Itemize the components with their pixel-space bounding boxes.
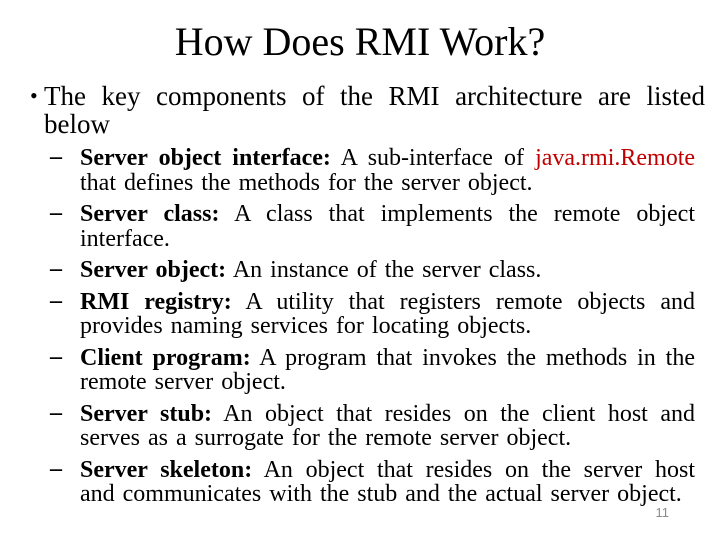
text-segment: A utility that registers remote objects … [231, 288, 695, 315]
dash-marker: – [50, 343, 62, 370]
text-line: and communicates with the stub and the a… [80, 482, 695, 507]
dash-marker: – [50, 399, 62, 426]
term-label: Server object interface: [80, 145, 331, 171]
text-line: that defines the methods for the server … [80, 169, 695, 196]
text-segment: The key components of the RMI architectu… [44, 81, 705, 111]
dash-marker: – [50, 455, 62, 482]
dash-marker: – [50, 256, 62, 282]
text-line: remote server object. [80, 370, 695, 395]
text-segment: provides naming services for locating ob… [80, 313, 532, 339]
text-segment: An object that resides on the server hos… [252, 456, 695, 483]
lead-bullet-paragraph: •The key components of the RMI architect… [28, 82, 705, 138]
text-segment: that defines the methods for the server … [80, 169, 533, 196]
text-segment: below [44, 109, 110, 139]
slide-title: How Does RMI Work? [174, 19, 546, 64]
list-item: –Client program: A program that invokes … [48, 343, 695, 395]
text-segment: An object that resides on the client hos… [212, 400, 695, 427]
term-label: Server skeleton: [80, 456, 253, 483]
list-item: –Server skeleton: An object that resides… [48, 455, 695, 507]
text-line: Server class: A class that implements th… [80, 202, 695, 227]
text-segment: serves as a surrogate for the remote ser… [80, 425, 572, 451]
text-segment: A class that implements the remote objec… [219, 201, 696, 227]
bullet-list: –Server object interface: A sub-interfac… [0, 144, 720, 507]
text-line: interface. [80, 225, 695, 252]
list-item: –Server object: An instance of the serve… [48, 256, 695, 283]
term-label: Server stub: [80, 400, 213, 427]
text-segment: and communicates with the stub and the a… [80, 481, 682, 507]
text-line: Client program: A program that invokes t… [80, 344, 695, 371]
text-line: The key components of the RMI architectu… [44, 82, 705, 110]
text-line: Server object: An instance of the server… [80, 258, 695, 283]
dash-marker: – [50, 144, 62, 170]
page-number: 11 [655, 505, 670, 520]
text-segment: A program that invokes the methods in th… [250, 344, 695, 371]
term-label: Server class: [80, 201, 220, 227]
text-line: Server skeleton: An object that resides … [80, 456, 695, 483]
code-highlight: java.rmi.Remote [535, 145, 696, 171]
text-line: serves as a surrogate for the remote ser… [80, 426, 695, 451]
text-segment: remote server object. [80, 369, 286, 395]
text-segment: An instance of the server class. [226, 257, 542, 283]
text-line: provides naming services for locating ob… [80, 314, 695, 339]
text-segment: interface. [80, 225, 170, 252]
text-line: Server object interface: A sub-interface… [80, 146, 695, 171]
list-item: –Server stub: An object that resides on … [48, 399, 695, 451]
list-item: –Server object interface: A sub-interfac… [48, 144, 695, 196]
dash-marker: – [50, 200, 62, 226]
term-label: Client program: [80, 344, 251, 371]
text-line: RMI registry: A utility that registers r… [80, 288, 695, 315]
bullet-dot-marker: • [30, 83, 38, 108]
dash-marker: – [50, 287, 62, 314]
text-line: below [44, 110, 705, 138]
text-segment: A sub-interface of [330, 145, 536, 171]
term-label: RMI registry: [80, 288, 232, 315]
term-label: Server object: [80, 257, 227, 283]
list-item: –Server class: A class that implements t… [48, 200, 695, 252]
text-line: Server stub: An object that resides on t… [80, 400, 695, 427]
list-item: –RMI registry: A utility that registers … [48, 287, 695, 339]
